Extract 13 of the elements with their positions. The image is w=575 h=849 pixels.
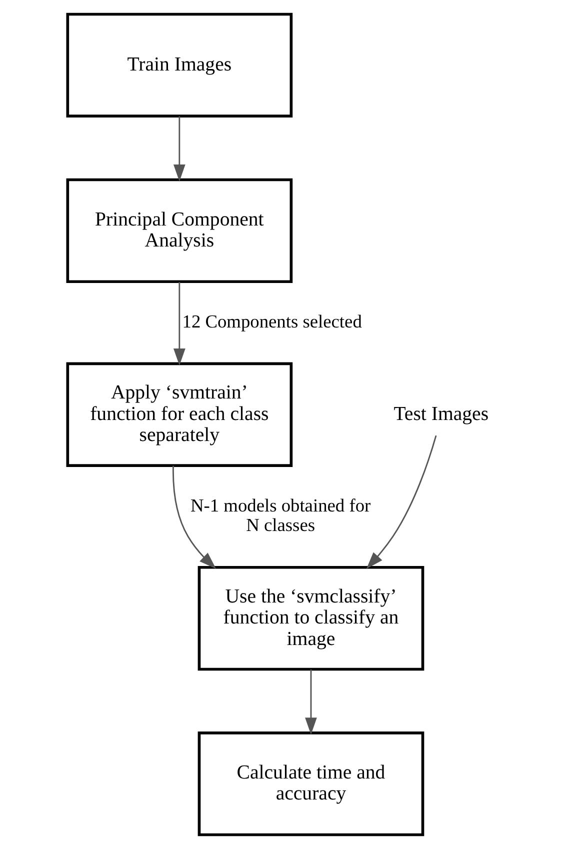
arrow [172, 116, 185, 182]
node-box: Principal Component Analysis [66, 178, 292, 284]
node-text: Test Images [393, 402, 488, 425]
arrow [172, 466, 216, 569]
arrow [304, 669, 316, 735]
arrow [172, 282, 185, 366]
node-box: Calculate time and accuracy [197, 732, 424, 836]
node-box: Apply ‘svmtrain’ function for each class separately [66, 362, 292, 467]
node-box: Train Images [66, 12, 292, 118]
arrow [366, 435, 436, 569]
edge-label: 12 Components selected [182, 311, 362, 332]
node-box: Use the ‘svmclassify’ function to classify an image [197, 566, 424, 671]
edge-label: N-1 models obtained for N classes [190, 495, 370, 536]
